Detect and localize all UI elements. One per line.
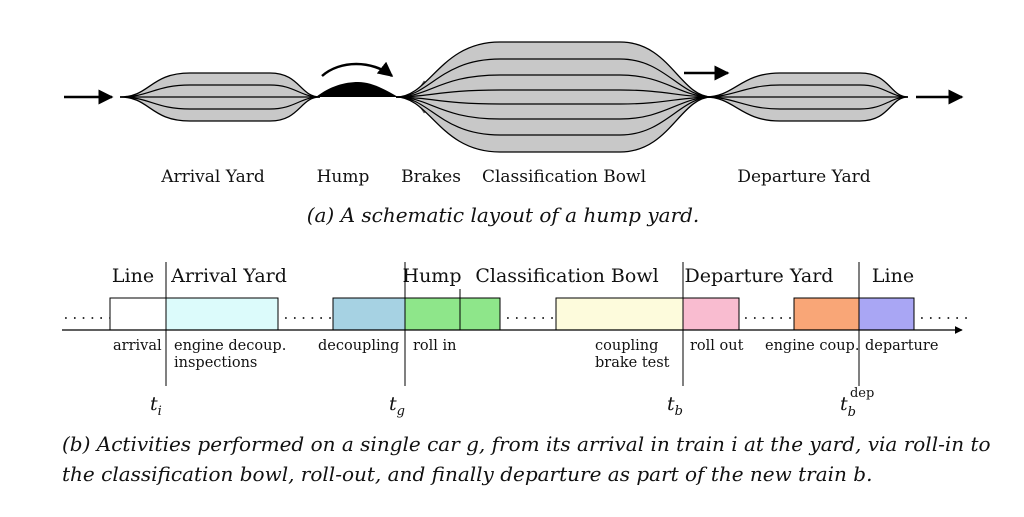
dots-3: ...... <box>504 308 557 323</box>
header-line-right: Line <box>872 265 914 287</box>
activity-box-decoupling <box>332 297 406 331</box>
label-hump: Hump <box>317 167 370 187</box>
activity-box-roll-out <box>682 297 740 331</box>
hump-arrow <box>321 61 394 77</box>
activity-box-engine-coup <box>793 297 860 331</box>
activity-label-brake-test: brake test <box>595 355 670 371</box>
activity-box-roll-in <box>404 297 501 331</box>
caption-a: (a) A schematic layout of a hump yard. <box>307 203 700 227</box>
activity-label-roll-in: roll in <box>413 338 457 354</box>
dots-2: ...... <box>282 308 335 323</box>
header-classification-bowl: Classification Bowl <box>475 265 658 287</box>
caption-b-line2: the classification bowl, roll-out, and f… <box>62 462 872 486</box>
header-line-left: Line <box>112 265 154 287</box>
activity-label-decoupling: decoupling <box>318 338 399 354</box>
label-brakes: Brakes <box>401 167 461 187</box>
dots-4: ...... <box>742 308 795 323</box>
activity-label-roll-out: roll out <box>690 338 744 354</box>
header-arrival-yard: Arrival Yard <box>170 265 287 287</box>
classification-bowl-tracks <box>395 58 713 136</box>
dots-5: ...... <box>918 308 971 323</box>
activity-box-coupling <box>555 297 684 331</box>
label-arrival-yard: Arrival Yard <box>160 167 265 187</box>
arrival-yard-tracks <box>119 84 321 110</box>
yard-schematic: Arrival Yard Hump Brakes Classification … <box>64 41 964 227</box>
activity-label-inspections: inspections <box>174 355 257 371</box>
activity-label-coupling: coupling <box>595 338 658 354</box>
time-symbol-tg: tg <box>389 393 405 419</box>
activity-label-engine-decoup: engine decoup. <box>174 338 286 354</box>
dots-1: ...... <box>62 308 115 323</box>
caption-b-line1: (b) Activities performed on a single car… <box>62 432 991 456</box>
label-departure-yard: Departure Yard <box>737 167 870 187</box>
activity-label-arrival: arrival <box>113 338 162 354</box>
hump-shape <box>316 82 398 97</box>
activity-box-arrival <box>109 297 167 331</box>
activity-box-engine-decoup <box>165 297 279 331</box>
activity-timeline: Line Arrival Yard Hump Classification Bo… <box>62 262 991 486</box>
time-symbol-tbdep: tbdep <box>840 386 874 420</box>
header-departure-yard: Departure Yard <box>685 265 834 287</box>
header-hump: Hump <box>403 265 462 287</box>
activity-box-departure <box>858 297 915 331</box>
time-symbol-tb: tb <box>667 393 683 419</box>
activity-label-engine-coup: engine coup. <box>765 338 859 354</box>
departure-yard-tracks <box>704 84 909 110</box>
label-classification-bowl: Classification Bowl <box>482 167 646 187</box>
time-symbol-ti: ti <box>150 393 162 419</box>
activity-label-departure: departure <box>865 338 938 354</box>
